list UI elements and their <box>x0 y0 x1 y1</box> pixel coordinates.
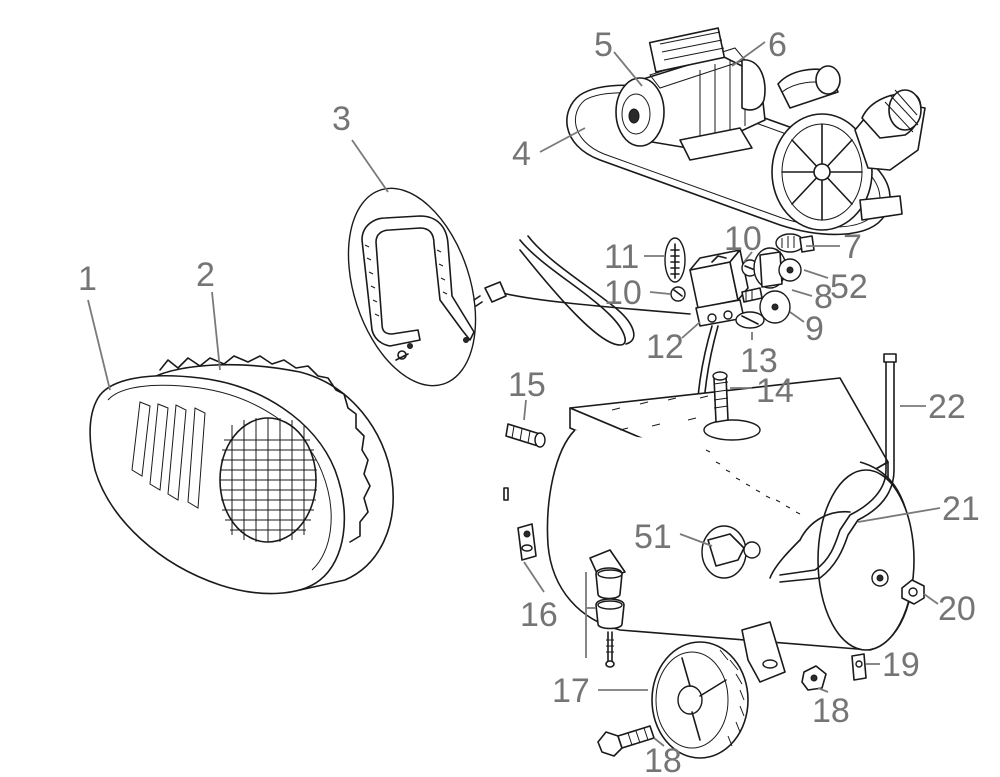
label-22: 22 <box>928 388 966 426</box>
label-14: 14 <box>756 372 794 410</box>
callout-labels: 1 2 3 4 5 6 7 8 9 10 10 11 12 13 14 15 <box>78 26 980 777</box>
label-4: 4 <box>512 135 531 173</box>
label-16: 16 <box>520 596 558 634</box>
label-18-bottom: 18 <box>644 742 682 777</box>
motor-pump-assembly <box>566 27 926 236</box>
label-9: 9 <box>805 310 824 348</box>
label-17: 17 <box>552 672 590 710</box>
cover-grille <box>219 417 317 543</box>
label-19: 19 <box>882 646 920 684</box>
label-2: 2 <box>196 256 215 294</box>
label-13: 13 <box>740 342 778 380</box>
label-3: 3 <box>332 100 351 138</box>
label-15: 15 <box>508 366 546 404</box>
label-7: 7 <box>843 228 862 266</box>
label-51: 51 <box>634 518 672 556</box>
belt-guard-cover <box>89 355 394 595</box>
label-18-right: 18 <box>812 692 850 730</box>
label-10-left: 10 <box>604 274 642 312</box>
air-tank <box>546 353 915 683</box>
label-8: 8 <box>814 278 833 316</box>
label-10-top: 10 <box>724 220 762 258</box>
label-20: 20 <box>938 590 976 628</box>
label-1: 1 <box>78 260 97 298</box>
pressure-switch-group <box>473 233 815 431</box>
loose-parts <box>503 371 925 759</box>
label-11: 11 <box>604 238 639 276</box>
label-52: 52 <box>830 268 868 306</box>
label-12: 12 <box>646 328 684 366</box>
handle-callout <box>347 187 477 387</box>
label-6: 6 <box>768 26 787 64</box>
label-5: 5 <box>594 26 613 64</box>
label-21: 21 <box>942 490 980 528</box>
cover-slots <box>131 401 206 509</box>
